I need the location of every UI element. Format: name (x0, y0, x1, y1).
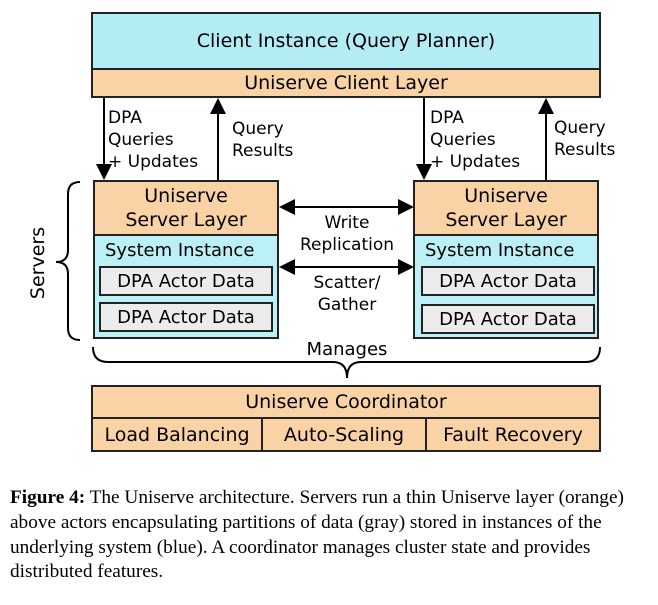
figure-caption: Figure 4: The Uniserve architecture. Ser… (10, 486, 650, 585)
right-actor-data-1: DPA Actor Data (421, 266, 595, 296)
client-layer-label: Uniserve Client Layer (244, 72, 448, 94)
caption-text: The Uniserve architecture. Servers run a… (10, 487, 624, 583)
left-actor-data-1: DPA Actor Data (99, 266, 273, 296)
connector-arrows (55, 98, 601, 379)
manages-brace (92, 346, 601, 379)
right-actor-data-2: DPA Actor Data (421, 304, 595, 334)
manages-label: Manages (306, 339, 388, 360)
coordinator-box: Uniserve Coordinator (91, 385, 601, 419)
coordinator-title: Uniserve Coordinator (245, 391, 447, 413)
caption-label: Figure 4: (10, 487, 86, 508)
feature-auto-scaling: Auto-Scaling (261, 417, 427, 452)
servers-brace (55, 181, 81, 341)
left-system-title: System Instance (105, 240, 255, 261)
right-system-title: System Instance (425, 240, 575, 261)
feature-load-balancing: Load Balancing (91, 417, 263, 452)
servers-label: Servers (27, 226, 50, 300)
left-system-instance: System Instance DPA Actor Data DPA Actor… (93, 234, 279, 339)
feature-fault-recovery: Fault Recovery (425, 417, 601, 452)
scatter-gather-label: Scatter/Gather (313, 273, 381, 315)
right-system-instance: System Instance DPA Actor Data DPA Actor… (413, 234, 599, 339)
left-actor-data-2: DPA Actor Data (99, 302, 273, 332)
client-layer-box: Uniserve Client Layer (91, 68, 601, 98)
client-instance-label: Client Instance (Query Planner) (196, 30, 496, 52)
client-instance-box: Client Instance (Query Planner) (91, 12, 601, 70)
